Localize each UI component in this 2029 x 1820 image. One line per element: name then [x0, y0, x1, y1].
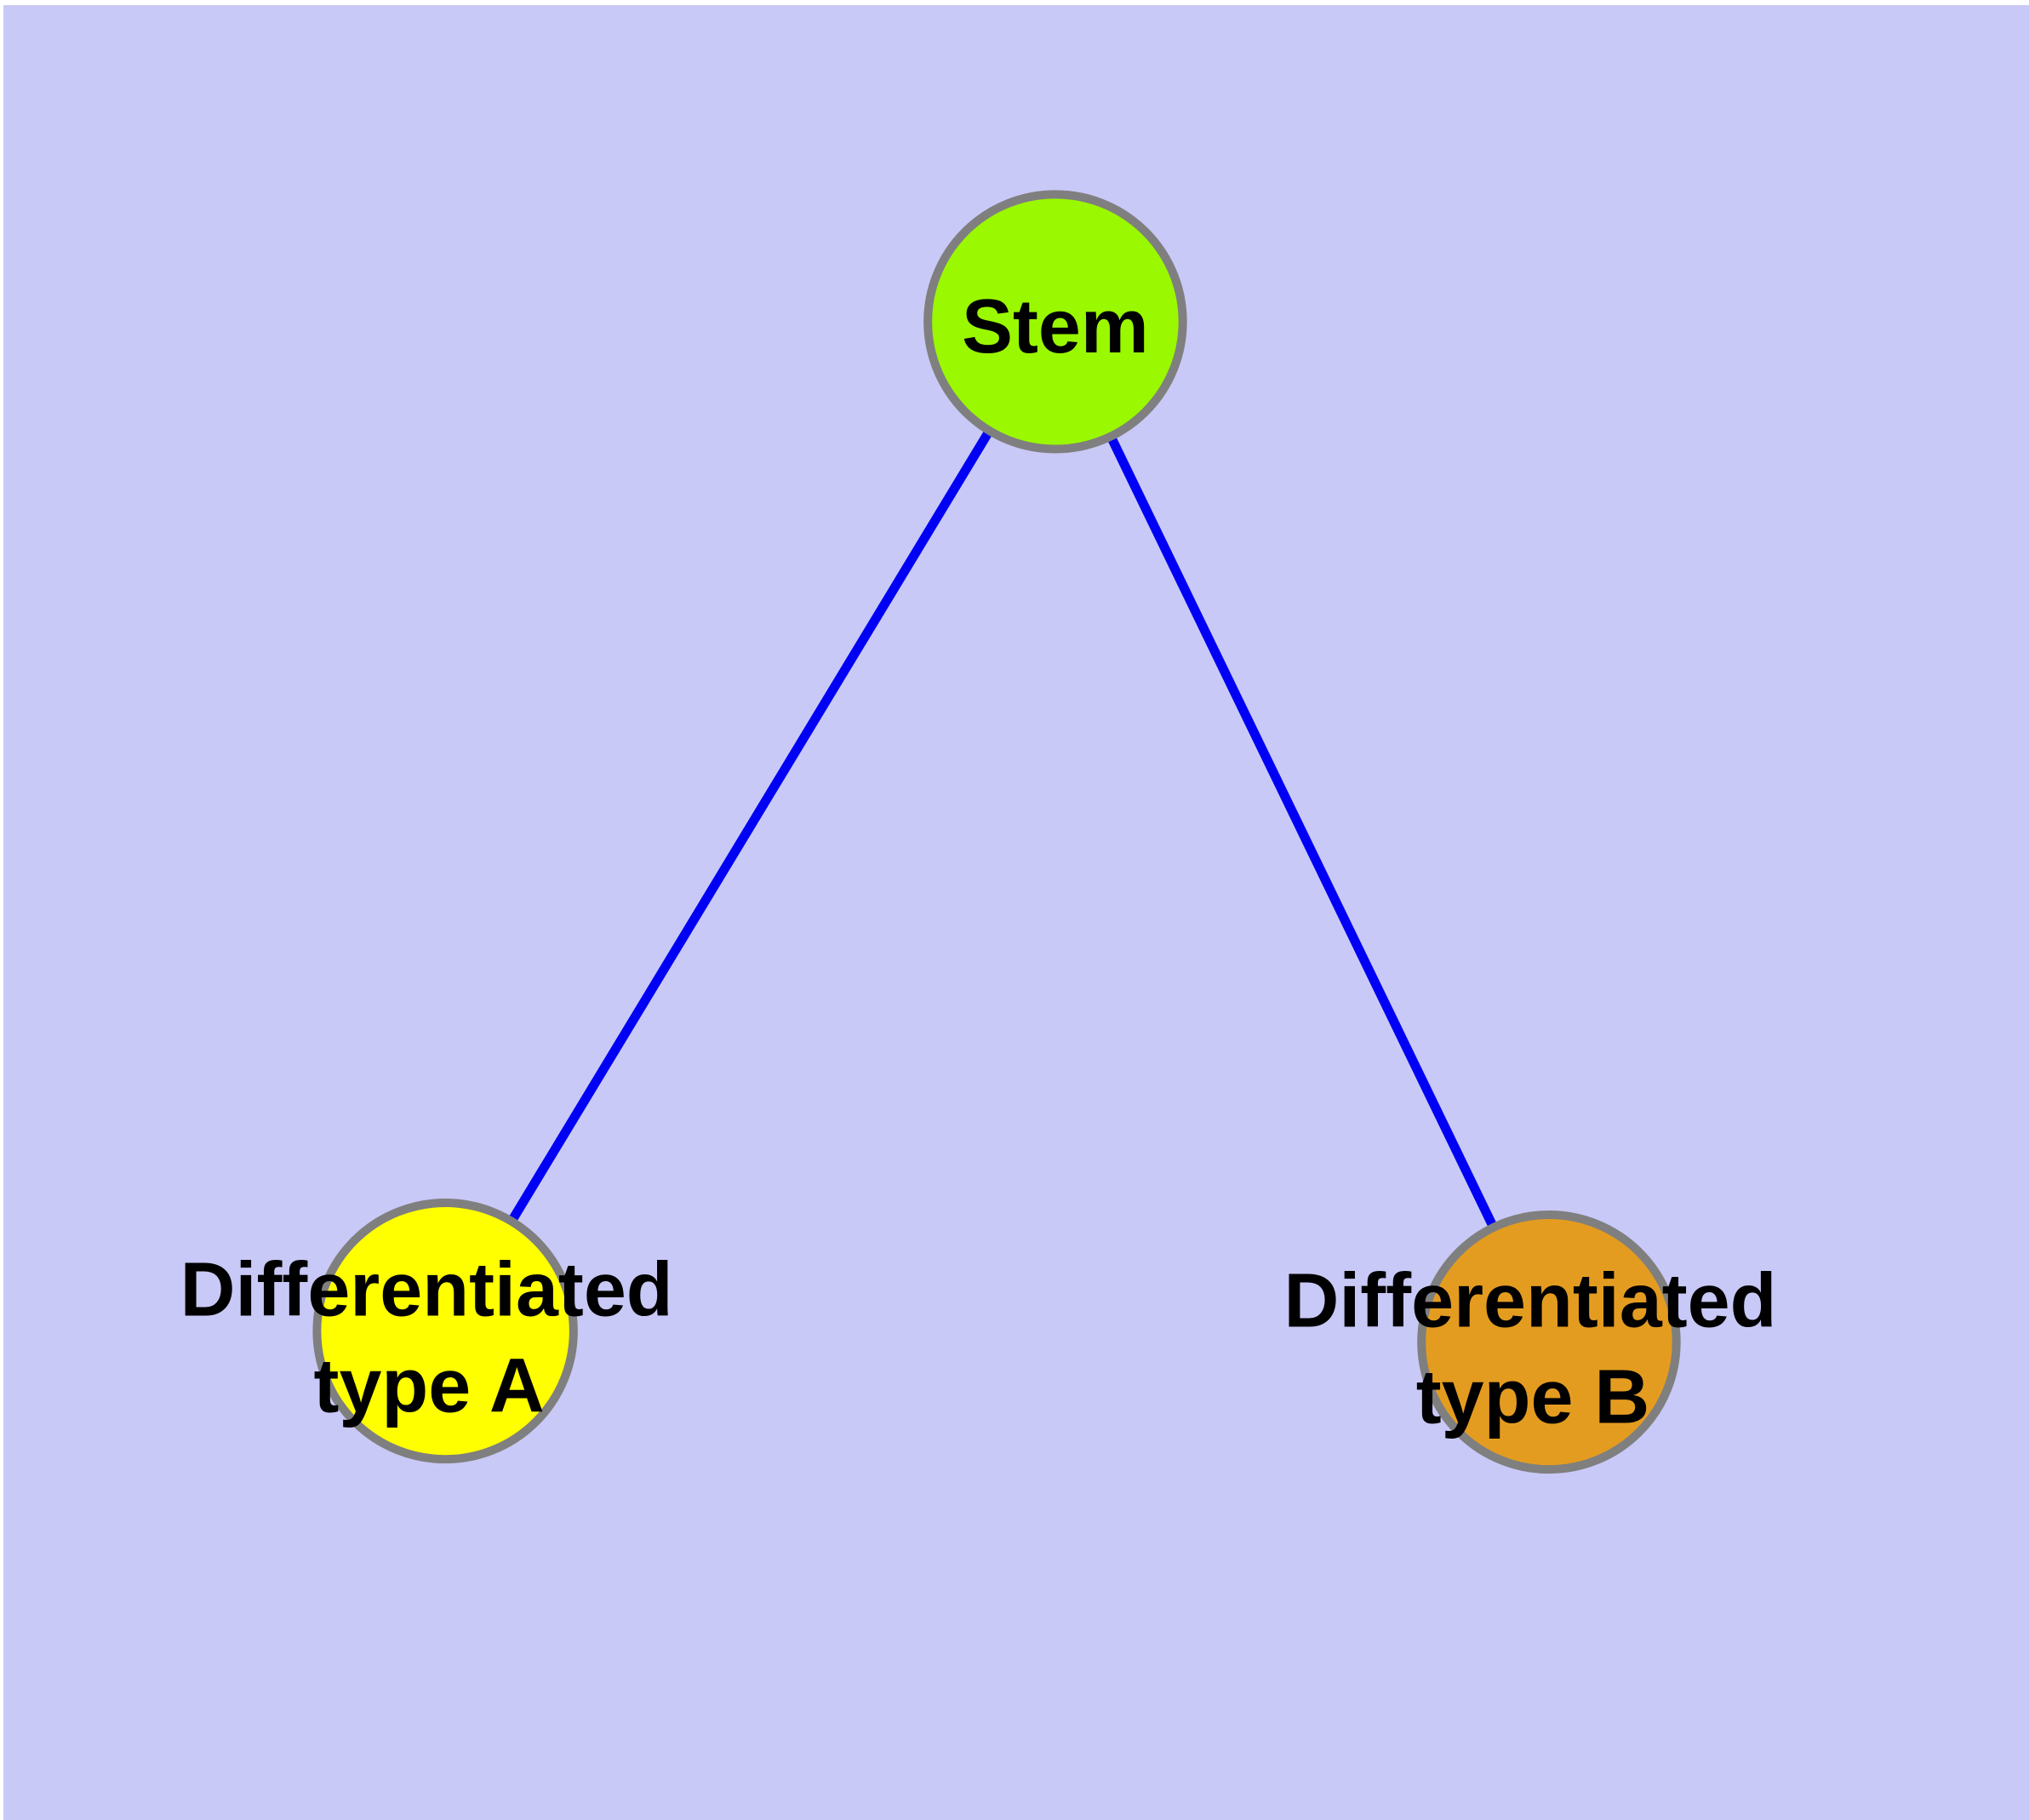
edge-stem-to-type-b — [1050, 319, 1553, 1344]
node-type-a-label-line1: Differentiated — [180, 1248, 673, 1333]
node-type-a-label-line2: type A — [314, 1343, 545, 1428]
node-stem — [923, 190, 1187, 454]
plot-background: Stem Differentiated type A Differentiate… — [3, 5, 2029, 1820]
node-type-b-label-line1: Differentiated — [1283, 1259, 1776, 1344]
edge-stem-to-type-a — [441, 319, 1060, 1334]
node-stem-label: Stem — [962, 284, 1149, 369]
node-type-b-label-line2: type B — [1416, 1354, 1650, 1439]
graph-canvas: Stem Differentiated type A Differentiate… — [3, 5, 2029, 1820]
node-differentiated-type-a — [312, 1199, 578, 1464]
node-differentiated-type-b — [1417, 1210, 1681, 1474]
